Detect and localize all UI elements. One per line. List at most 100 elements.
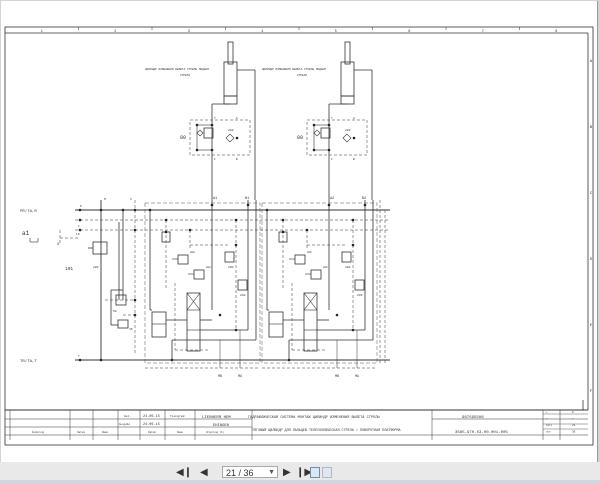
tank-line-label: TR/TA,T [20,359,37,364]
junction-dot [188,228,192,232]
cylinder-rod [227,41,234,65]
reducing-valve [310,269,322,280]
single-page-view-icon[interactable] [310,467,320,478]
relief-valve-100 [341,251,352,263]
drawing-title-2: ТЯГОВЫЙ ЦИЛИНДР ДЛЯ ПАЛЬЦЕВ ТЕЛЕСКОПИЧЕС… [252,428,401,433]
load-sensing-valve [151,311,167,338]
junction-dot [218,313,222,317]
junction-dot [234,218,238,222]
item-230-label: 230 [357,294,363,297]
company-name: LIEBHERR НЕМ [202,416,231,420]
footer-label: Name [102,431,109,434]
drawing-title-1: ГИДРАВЛИЧЕСКАЯ СИСТЕМА МОНТАЖ ЦИЛИНДР ИЗ… [248,416,380,420]
load-sensing-valve [268,311,284,338]
column-marker: 7 [482,30,484,34]
junction-dot [246,203,250,207]
label: B [236,158,238,161]
section-boundary [261,202,378,364]
junction-dot [99,208,103,212]
cylinder-label: СТРЕЛА [180,74,190,77]
label: F [331,158,333,161]
document-number: 987595508 [462,416,484,420]
gez-date: 24.06.15 [143,415,160,419]
label: Y [214,117,216,120]
ausgabe-label: Ausgabe [119,422,130,426]
a1-label: a1 [22,230,30,237]
item-280-label: 280 [93,266,99,269]
page-number-input[interactable]: 21 / 36 ▼ [222,466,278,478]
junction-dot [164,230,168,234]
junction-dot [78,218,82,222]
taskbar [0,480,600,484]
valve-module-1: ЦИЛИНДР ИЗМЕНЕНИЯ ВЫЛЕТА СТРЕЛЫ ПОДЪЕМСТ… [144,41,261,378]
junction-dot [210,123,214,127]
row-marker: B [590,126,593,130]
item-50-label: 50 [113,310,117,313]
port-a-label: A1 [213,197,217,201]
junction-dot [78,358,82,362]
row-marker: F [590,390,593,394]
footer-label: Änderung [32,431,45,434]
reducing-valve [193,269,205,280]
two-page-view-icon[interactable] [322,467,332,478]
junction-dot [170,358,174,362]
item-230-label: 230 [240,294,246,297]
junction-dot [133,228,137,232]
shuttle-valve-symbol [225,133,235,143]
label: LS [76,233,80,236]
company-city: EHINGEN [213,424,229,428]
next-page-icon[interactable]: ▶ [283,467,291,478]
column-marker: 2 [114,30,116,34]
gez-label: Gez. [124,415,131,418]
label: 280 [323,266,328,269]
label: M [104,198,106,201]
junction-dot [351,218,355,222]
first-page-icon[interactable]: ◀❙ [176,467,193,478]
label: 280 [307,251,312,254]
row-marker: E [590,324,593,328]
junction-dot [133,298,137,302]
cylinder-rod [344,41,351,65]
junction-dot [327,148,331,152]
junction-dot [121,208,125,212]
reducing-valve [177,254,189,265]
last-page-icon[interactable]: ❙▶ [296,467,313,478]
sheet-label: + [546,411,548,414]
item-101-label: 101 [65,266,73,272]
sheet-value: 36 [572,431,576,434]
port-ma-label: MA [355,374,359,378]
row-marker: C [590,192,593,196]
junction-dot [312,123,316,127]
cylinder-piston [223,95,238,105]
junction-dot [78,208,82,212]
label: A [353,117,355,120]
pilot-check-valve [203,127,214,139]
port-mb-label: MB [335,374,339,378]
lock-valve-block [189,119,251,156]
check-valve-symbol [196,129,204,137]
shuttle-valve-symbol [342,133,352,143]
junction-dot [265,208,269,212]
column-marker: 5 [335,30,337,34]
block-item-label: 280 [345,129,351,132]
junction-dot [335,313,339,317]
junction-dot [133,208,137,212]
junction-dot [281,230,285,234]
footer-label: Name [177,431,184,434]
relief-valve-230 [237,279,248,291]
junction-dot [327,203,331,207]
chevron-down-icon[interactable]: ▼ [268,469,275,476]
section-boundary [144,202,261,364]
pressure-line-label: PR/TA,R [20,209,37,214]
label: T [78,355,80,358]
cylinder-body [223,61,238,97]
label: 280 [206,266,211,269]
sheet-value: 21 [572,424,576,427]
pressure-valve [92,241,108,255]
junction-dot [281,218,285,222]
column-marker: 3 [188,30,190,34]
prev-page-icon[interactable]: ◀ [200,467,208,478]
item-100-label: 100 [345,266,351,269]
hydraulic-line [303,292,318,311]
